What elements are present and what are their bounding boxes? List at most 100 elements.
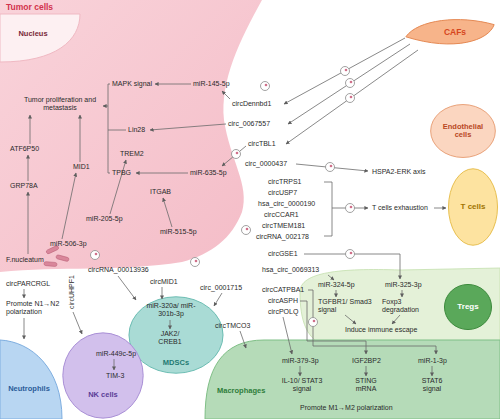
pathway-arrow bbox=[286, 50, 418, 144]
label-text: MAPK signal bbox=[112, 80, 152, 88]
label-text: circDennbd1 bbox=[232, 100, 271, 108]
bacteria-rod bbox=[44, 261, 57, 266]
cell-outline-shape bbox=[0, 340, 62, 419]
pathway-arrow bbox=[103, 106, 108, 107]
label-text: hsa_circ_0069313 bbox=[262, 266, 319, 274]
cell-name: Tumor cells bbox=[6, 3, 53, 12]
label-text: TREM2 bbox=[120, 150, 144, 158]
label-text: circUSP7 bbox=[268, 189, 297, 197]
pathway-arrow bbox=[170, 320, 171, 329]
cell-outline-shape bbox=[0, 14, 80, 62]
label-text: MID1 bbox=[73, 163, 90, 171]
pathway-arrow bbox=[24, 289, 25, 298]
pathway-arrow bbox=[62, 173, 76, 239]
pathway-arrow bbox=[345, 315, 356, 324]
pathway-arrow bbox=[150, 124, 226, 130]
label-text: TGFBR1/ Smad3 signal bbox=[318, 298, 374, 314]
cell-name: Endothelial cells bbox=[435, 123, 491, 140]
label-text: miR-320a/ miR-301b-3p bbox=[140, 302, 202, 318]
cell-shape: CAFs bbox=[404, 14, 496, 52]
cell-outline bbox=[62, 332, 144, 419]
pathway-arrow bbox=[114, 359, 115, 370]
pathway-arrow bbox=[80, 115, 81, 162]
label-text: miR-324-5p bbox=[318, 281, 355, 289]
pathway-arrow bbox=[136, 173, 188, 174]
label-text: miR-515-5p bbox=[160, 228, 197, 236]
exosome-vesicle bbox=[242, 226, 251, 235]
label-text: circTMEM181 bbox=[262, 222, 305, 230]
exosome-cargo bbox=[313, 320, 316, 323]
label-text: T cells exhaustion bbox=[372, 204, 428, 212]
cell-shape: Tumor cellsNucleus bbox=[0, 0, 265, 272]
exosome-vesicle bbox=[341, 67, 350, 76]
label-text: miR-1-3p bbox=[418, 357, 447, 365]
exosome-cargo bbox=[236, 152, 239, 155]
label-text: circRNA_00013936 bbox=[88, 266, 149, 274]
cell-outline-shape bbox=[449, 169, 498, 245]
pathway-arrow bbox=[214, 293, 222, 306]
cell-outline bbox=[0, 14, 80, 62]
label-text: miR-205-5p bbox=[86, 215, 123, 223]
exosome-vesicle bbox=[232, 150, 241, 159]
label-text: circTBL1 bbox=[248, 140, 276, 148]
label-text: circ_0067557 bbox=[228, 120, 270, 128]
label-text: miR-506-3p bbox=[50, 240, 87, 248]
exosome-vesicle bbox=[91, 251, 100, 260]
cell-name: NK cells bbox=[88, 391, 118, 399]
exosome-cargo bbox=[246, 228, 249, 231]
cell-outline-shape bbox=[63, 333, 143, 418]
pathway-arrow bbox=[434, 208, 446, 209]
cell-name: Nucleus bbox=[18, 30, 47, 38]
label-text: circPARCRGL bbox=[6, 280, 50, 288]
pathway-arrow bbox=[155, 84, 191, 85]
label-text: Lin28 bbox=[128, 126, 145, 134]
pathway-arrow bbox=[300, 366, 301, 376]
label-text: miR-325-3p bbox=[385, 281, 422, 289]
cell-outline-shape bbox=[129, 297, 223, 373]
cell-shape: Tregs bbox=[444, 284, 492, 330]
pathway-arrow bbox=[73, 312, 82, 334]
cell-name: Tregs bbox=[457, 303, 478, 312]
pathway-arrow bbox=[28, 155, 29, 181]
label-text: IL-10/ STAT3 signal bbox=[280, 377, 324, 393]
exosome-vesicle bbox=[346, 250, 355, 259]
label-text: JAK2/ CREB1 bbox=[152, 330, 188, 346]
pathway-arrow bbox=[402, 290, 403, 297]
cell-outline-shape bbox=[444, 284, 491, 329]
label-text: circMID1 bbox=[150, 278, 178, 286]
pathway-arrow bbox=[108, 84, 126, 173]
label-text: circ_0001715 bbox=[200, 284, 242, 292]
pathway-arrow bbox=[240, 331, 246, 348]
exosome-cargo bbox=[195, 260, 198, 263]
label-text: STING mRNA bbox=[348, 377, 384, 393]
pathway-arrow bbox=[288, 44, 410, 124]
label-text: circRNA_002178 bbox=[256, 233, 309, 241]
pathway-arrow bbox=[24, 318, 25, 339]
exosome-vesicle bbox=[326, 163, 335, 172]
cell-name: MDSCs bbox=[163, 359, 189, 367]
exosome-cargo bbox=[95, 253, 98, 256]
pathway-arrow bbox=[222, 146, 246, 166]
label-text: Induce immune escape bbox=[345, 326, 417, 334]
label-text: ATF6P50 bbox=[10, 145, 39, 153]
label-text: STAT6 signal bbox=[414, 377, 450, 393]
pathway-arrow bbox=[163, 198, 172, 227]
exosome-cargo bbox=[265, 84, 268, 87]
cell-name: Macrophages bbox=[217, 387, 265, 395]
bacteria-rod bbox=[56, 255, 70, 262]
cell-outline-shape bbox=[0, 0, 262, 272]
cell-name: T cells bbox=[461, 203, 486, 212]
cell-shape: Neutrophils bbox=[0, 340, 62, 419]
pathway-arrow bbox=[432, 366, 433, 376]
pathway-arrow bbox=[308, 290, 436, 354]
label-text: TPBG bbox=[112, 169, 131, 177]
pathway-arrow bbox=[336, 290, 337, 297]
cell-outline-shape bbox=[406, 20, 494, 44]
label-text: miR-145-5p bbox=[193, 80, 230, 88]
exosome-vesicle bbox=[309, 318, 318, 327]
label-text: Tumor proliferation and metastasis bbox=[20, 96, 100, 112]
label-text: hsa_circ_0000190 bbox=[258, 200, 315, 208]
exosome-cargo bbox=[345, 69, 348, 72]
label-text: circTRPS1 bbox=[268, 178, 301, 186]
cell-outline bbox=[0, 340, 62, 419]
